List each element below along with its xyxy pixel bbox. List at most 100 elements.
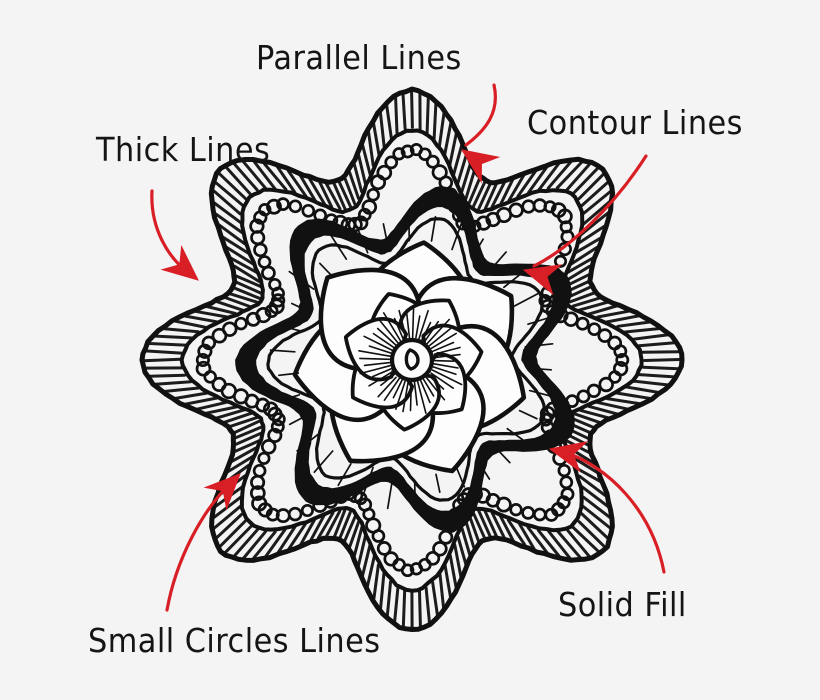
hatch-line bbox=[578, 474, 607, 497]
hatch-line bbox=[507, 173, 526, 202]
hatch-line bbox=[183, 396, 219, 406]
stamen-ray bbox=[337, 462, 352, 487]
stamen-ray bbox=[430, 215, 437, 242]
hatch-line bbox=[242, 530, 267, 560]
hatch-line bbox=[214, 212, 244, 235]
hatch-line bbox=[214, 512, 244, 540]
hatch-line bbox=[640, 350, 681, 354]
stamen-ray bbox=[392, 379, 403, 399]
hatch-line bbox=[577, 520, 606, 548]
hatch-line bbox=[234, 274, 263, 289]
hatch-line bbox=[229, 446, 258, 464]
hatch-line bbox=[425, 95, 430, 135]
hatch-line bbox=[223, 524, 253, 555]
hatch-line bbox=[227, 416, 259, 429]
small-circle-bead bbox=[264, 304, 279, 319]
hatch-line bbox=[643, 358, 681, 362]
hatch-line bbox=[477, 509, 492, 538]
small-circle-bead bbox=[532, 507, 547, 522]
small-circle-bead bbox=[266, 198, 282, 215]
label-small-circles-lines: Small Circles Lines bbox=[88, 621, 381, 660]
small-circle-bead bbox=[615, 353, 630, 367]
hatch-line bbox=[632, 379, 669, 387]
stamen-ray bbox=[329, 233, 348, 260]
hatch-line bbox=[616, 320, 651, 328]
hatch-line bbox=[410, 91, 414, 129]
hatch-line bbox=[571, 165, 601, 196]
hatch-line bbox=[154, 334, 193, 340]
label-solid-fill: Solid Fill bbox=[558, 585, 687, 624]
hatch-line bbox=[471, 510, 486, 540]
inner-stamen-rays bbox=[358, 305, 463, 415]
hatch-line bbox=[325, 182, 342, 211]
small-circle-bead bbox=[251, 495, 268, 512]
hatch-line bbox=[586, 304, 620, 316]
hatch-line bbox=[276, 165, 297, 195]
hatch-line bbox=[318, 180, 334, 209]
hatch-line bbox=[536, 528, 561, 558]
small-circle-bead bbox=[598, 376, 614, 393]
hatch-line bbox=[448, 131, 458, 167]
hatch-line bbox=[641, 365, 680, 371]
ink-drawing-group bbox=[139, 86, 685, 632]
hatch-line bbox=[546, 160, 573, 190]
small-circle-bead bbox=[201, 335, 217, 351]
hatch-line bbox=[580, 180, 610, 208]
label-contour-lines: Contour Lines bbox=[527, 103, 743, 142]
stamen-ray bbox=[362, 466, 374, 497]
stamen-ray bbox=[430, 341, 455, 353]
small-circle-bead bbox=[608, 370, 622, 384]
small-circle-bead bbox=[508, 202, 524, 218]
arrow-curve bbox=[560, 449, 666, 574]
hatch-line bbox=[483, 508, 499, 539]
small-circle-bead bbox=[392, 147, 406, 161]
hatch-line bbox=[378, 110, 386, 149]
hatch-line bbox=[571, 525, 601, 554]
small-circle-bead bbox=[270, 293, 286, 308]
hatch-line bbox=[623, 327, 662, 334]
stamen-ray bbox=[512, 292, 540, 308]
small-circle-bead bbox=[586, 383, 602, 398]
small-circle-bead bbox=[249, 485, 266, 501]
hatch-line bbox=[424, 586, 431, 624]
hatch-line bbox=[148, 373, 187, 378]
stamen-ray bbox=[455, 465, 466, 488]
hatch-line bbox=[308, 513, 326, 544]
stamen-ray bbox=[382, 223, 389, 244]
hatch-line bbox=[234, 431, 263, 446]
stamen-ray bbox=[415, 315, 421, 339]
hatch-line bbox=[264, 528, 287, 558]
hatch-line bbox=[570, 246, 599, 265]
small-circle-bead bbox=[260, 439, 277, 455]
small-circle-bead bbox=[257, 451, 271, 465]
arrow-head bbox=[548, 441, 589, 473]
stamen-ray bbox=[476, 459, 491, 480]
hatch-line bbox=[418, 589, 422, 628]
hatch-line bbox=[234, 425, 263, 440]
hatch-line bbox=[286, 169, 308, 198]
inner-band-contour bbox=[179, 128, 644, 593]
callout-arrow-thick-lines bbox=[150, 189, 199, 281]
small-circle-bead bbox=[195, 360, 212, 377]
stamen-ray bbox=[378, 318, 399, 344]
small-circle-bead bbox=[268, 277, 282, 292]
stamen-ray bbox=[423, 320, 440, 343]
hatch-line bbox=[527, 165, 549, 194]
hatch-line bbox=[228, 256, 259, 274]
small-circle-bead bbox=[539, 405, 556, 422]
hatch-line bbox=[298, 517, 317, 548]
small-circle-bead bbox=[576, 389, 591, 404]
stamen-ray bbox=[451, 220, 463, 251]
hatch-line bbox=[357, 153, 367, 185]
stamen-ray bbox=[490, 442, 511, 464]
hatch-line bbox=[555, 160, 583, 190]
hatch-line bbox=[205, 305, 237, 315]
hatch-line bbox=[342, 514, 357, 544]
hatch-line bbox=[563, 264, 592, 283]
small-circle-bead bbox=[234, 316, 248, 331]
callout-arrow-small-circles-lines bbox=[165, 473, 241, 612]
stamen-ray bbox=[427, 374, 445, 390]
hatch-line bbox=[483, 182, 498, 210]
arrow-head bbox=[460, 149, 501, 184]
